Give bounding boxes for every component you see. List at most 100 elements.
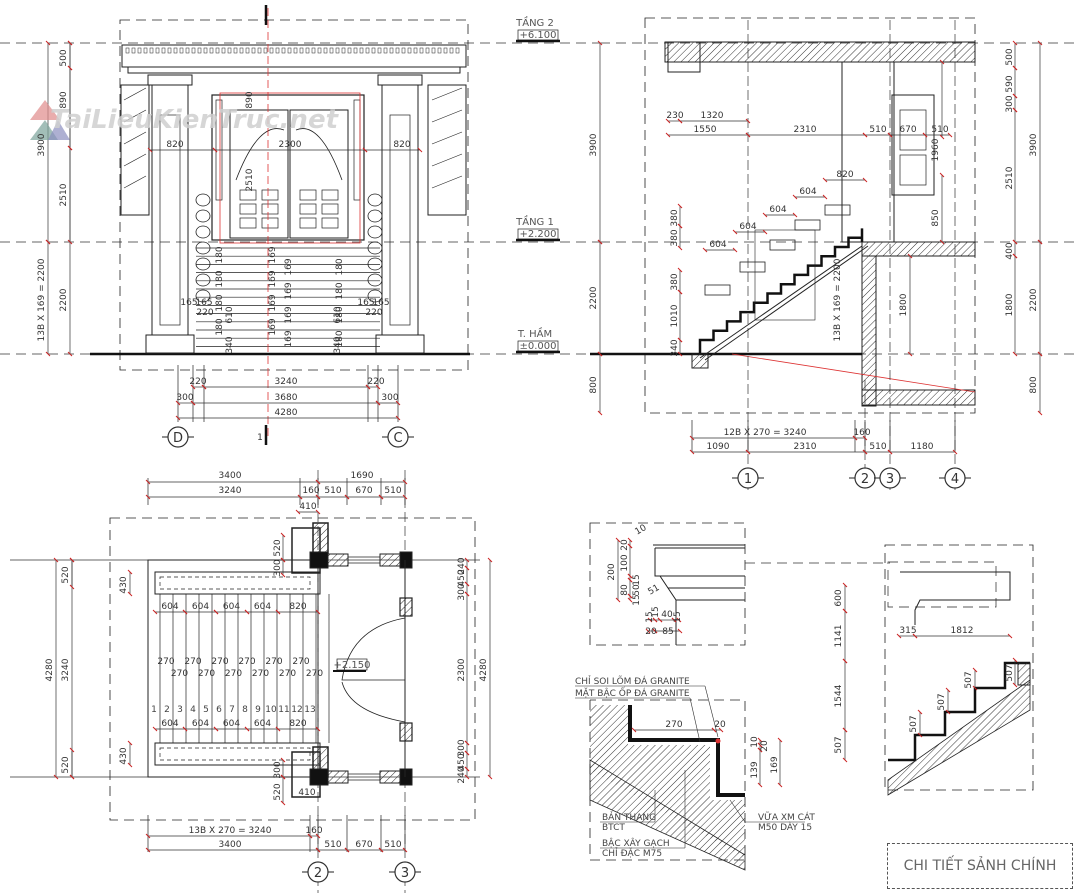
dimension-text: 300: [457, 583, 467, 600]
dimension-text: 169: [284, 282, 294, 299]
dimension-text: 100: [620, 554, 630, 571]
dim-tick: [947, 132, 953, 138]
dentil: [221, 47, 226, 54]
door-panel: [321, 217, 339, 229]
step-number: 4: [190, 705, 196, 715]
dimension-text: 240: [457, 766, 467, 783]
dim-tick: [175, 400, 181, 406]
door-panel: [261, 203, 279, 215]
dimension-text: 80: [620, 584, 630, 596]
dimension-text: 510: [384, 840, 401, 850]
dentil: [317, 47, 322, 54]
dim-tick: [677, 289, 683, 295]
dim-tick: [1012, 40, 1018, 46]
dim-tick: [652, 628, 658, 634]
dim-tick: [315, 609, 321, 615]
baluster: [195, 257, 211, 271]
dim-tick: [67, 40, 73, 46]
dentil: [449, 47, 454, 54]
dentil: [443, 47, 448, 54]
dim-tick: [922, 132, 928, 138]
dim-tick: [842, 582, 848, 588]
dim-tick: [852, 435, 858, 441]
dimension-text: 2200: [59, 288, 69, 311]
dimension-text: 270: [292, 657, 309, 667]
dentil: [353, 47, 358, 54]
dim-tick: [45, 239, 51, 245]
dimension-text: 240: [457, 557, 467, 574]
dimension-text: 300: [1005, 95, 1015, 112]
dimension-text: 270: [171, 669, 188, 679]
dim-tick: [1012, 65, 1018, 71]
dim-tick: [677, 337, 683, 343]
baluster: [195, 209, 211, 223]
line: [123, 153, 147, 167]
dim-tick: [862, 449, 868, 455]
stair-slab: [704, 245, 869, 361]
dimension-text: 165: [357, 298, 374, 308]
watermark-text: TaiLieuKienTruc.net: [50, 105, 340, 135]
dim-tick: [862, 132, 868, 138]
dimension-text: 1550: [694, 125, 717, 135]
dim-tick: [280, 532, 286, 538]
dim-tick: [1012, 351, 1018, 357]
column-core: [309, 768, 329, 786]
dim-tick: [127, 740, 133, 746]
dimension-text: 510: [869, 125, 886, 135]
brick-step-hatch: [590, 705, 745, 858]
dentil: [269, 47, 274, 54]
dim-tick: [1012, 253, 1018, 259]
dimension-text: 2300: [457, 658, 467, 681]
dim-tick: [127, 762, 133, 768]
door-panel: [321, 189, 339, 201]
dimension-text: 600: [834, 589, 844, 606]
dentil: [197, 47, 202, 54]
watermark-logo: [30, 100, 60, 120]
dim-tick: [464, 750, 470, 756]
dim-tick: [842, 608, 848, 614]
door-panel: [239, 203, 257, 215]
step-number: 10: [265, 705, 277, 715]
dimension-text: 670: [355, 486, 372, 496]
landing-bottom: [154, 742, 321, 766]
dimension-text: 450: [457, 753, 467, 770]
dimension-text: 15: [673, 611, 683, 622]
dim-tick: [375, 400, 381, 406]
dim-tick: [395, 415, 401, 421]
dimension-text: 270: [211, 657, 228, 667]
dim-tick: [402, 847, 408, 853]
door-panel: [321, 203, 339, 215]
dimension-text: 300: [457, 739, 467, 756]
dim-tick: [69, 557, 75, 563]
dimension-text: 3400: [219, 840, 242, 850]
dim-tick: [152, 726, 158, 732]
dim-tick: [275, 609, 281, 615]
front-elevation-frame: [119, 19, 469, 371]
dimension-text: 380: [670, 209, 680, 226]
dimension-text: 2: [861, 472, 869, 487]
red-outline: [219, 92, 361, 244]
dimension-text: 604: [223, 602, 240, 612]
dimension-text: 160: [853, 428, 870, 438]
dentil: [341, 47, 346, 54]
dim-tick: [627, 537, 633, 543]
dim-tick: [487, 774, 493, 780]
dimension-text: 3: [401, 866, 409, 881]
dim-tick: [67, 145, 73, 151]
dim-tick: [307, 833, 313, 839]
dimension-text: 430: [119, 747, 129, 764]
dimension-text: 40: [661, 610, 673, 620]
dimension-text: 270: [665, 720, 682, 730]
dim-tick: [152, 609, 158, 615]
dimension-text: 2510: [245, 168, 255, 191]
dentil: [191, 47, 196, 54]
dentil: [125, 47, 130, 54]
baluster: [195, 289, 211, 303]
dim-tick: [45, 351, 51, 357]
dim-tick: [677, 203, 683, 209]
dimension-text: 230: [666, 111, 683, 121]
baluster: [367, 257, 383, 271]
dim-tick: [67, 239, 73, 245]
dimension-text: 15: [632, 574, 642, 585]
dimension-text: 10: [750, 736, 760, 748]
